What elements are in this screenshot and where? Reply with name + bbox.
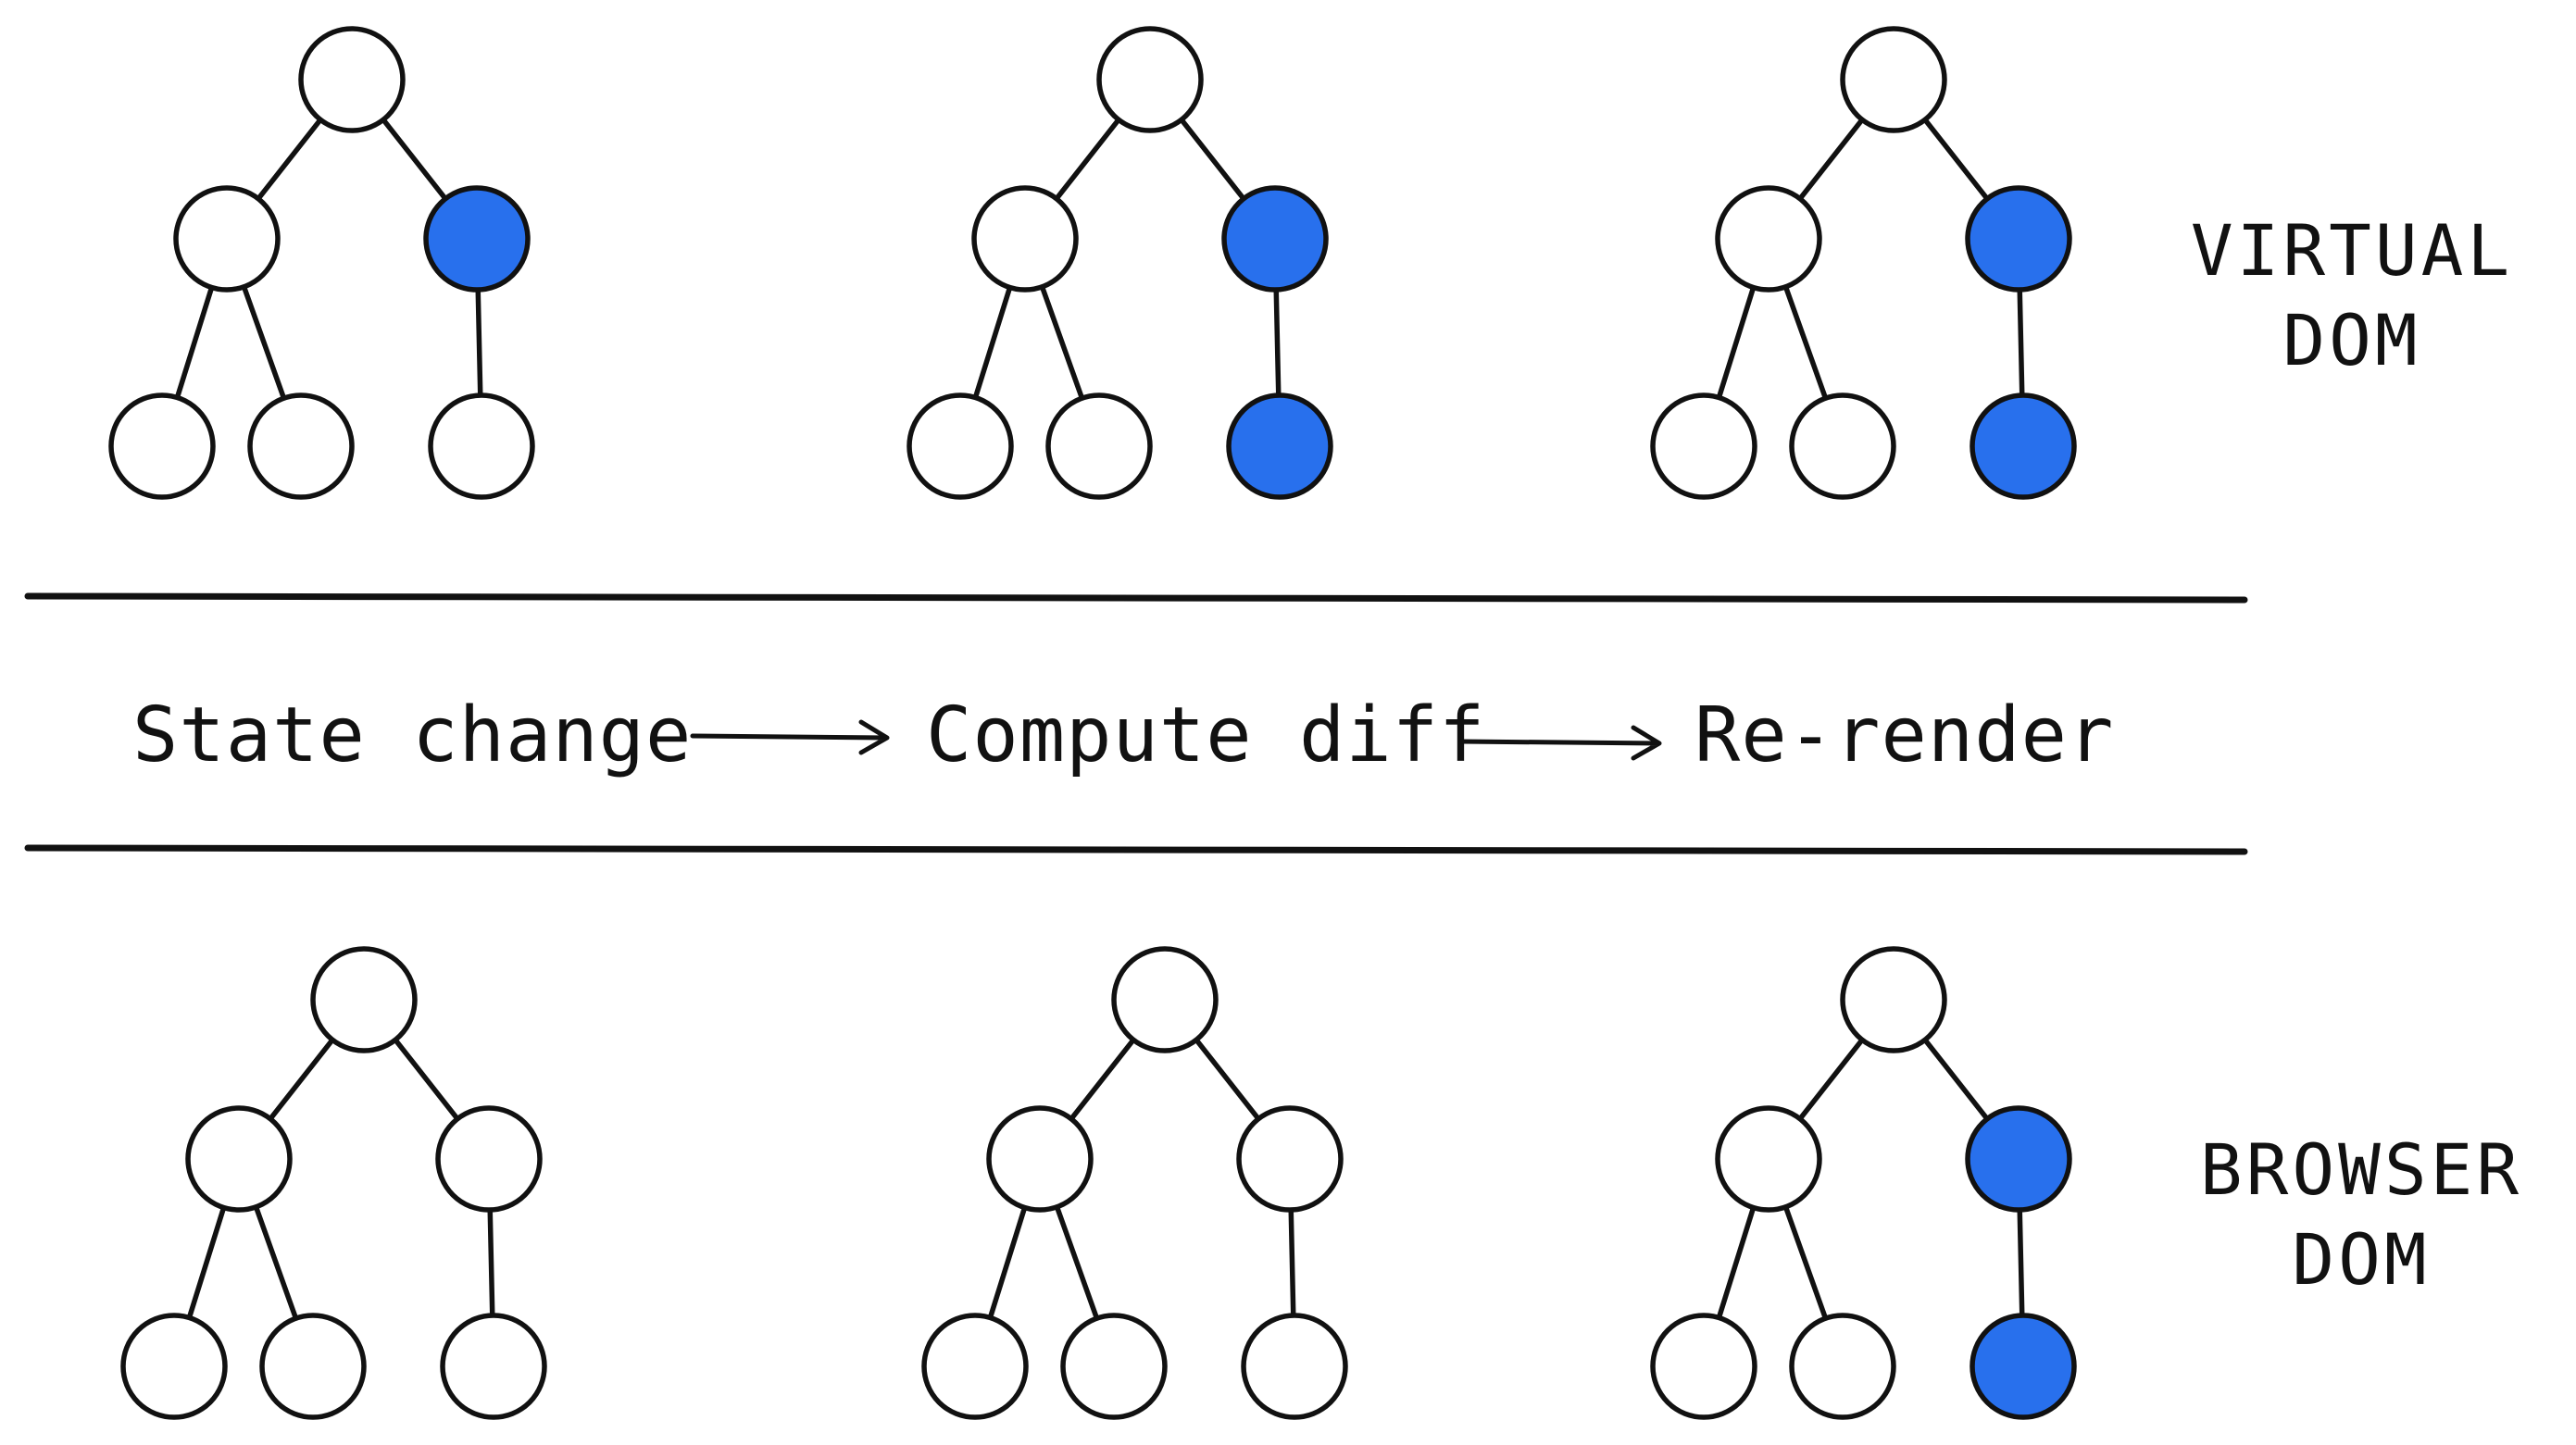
virtual-tree-2 <box>907 26 1333 500</box>
tree-node-root <box>1111 946 1219 1053</box>
tree-node-right-highlighted <box>1965 1105 2072 1213</box>
tree-edge <box>1179 117 1246 202</box>
tree-edge <box>1273 287 1282 398</box>
tree-edge <box>1039 284 1085 401</box>
browser-label-line-2: DOM <box>2292 1218 2430 1301</box>
tree-node-root <box>298 26 406 133</box>
virtual-dom-label: VIRTUAL DOM <box>2191 209 2513 381</box>
arrow-2 <box>1458 725 1662 761</box>
tree-node-left-left <box>921 1313 1029 1420</box>
step-compute-diff: Compute diff <box>926 691 1485 779</box>
tree-edge <box>1922 117 1990 202</box>
tree-node-left-right <box>1789 1313 1896 1420</box>
tree-edge <box>1069 1037 1136 1122</box>
tree-node-left-right <box>247 392 355 500</box>
tree-edge <box>1797 1037 1865 1122</box>
tree-node-right-child-highlighted <box>1970 1313 2077 1420</box>
browser-dom-label: BROWSER DOM <box>2200 1128 2522 1301</box>
tree-edge <box>1194 1037 1261 1122</box>
tree-edge <box>487 1207 495 1318</box>
tree-node-left-right <box>1060 1313 1168 1420</box>
virtual-tree-1 <box>108 26 535 500</box>
tree-node-right-highlighted <box>1965 185 2072 293</box>
tree-node-left-left <box>907 392 1014 500</box>
tree-edge <box>2017 1207 2025 1318</box>
tree-edge <box>186 1204 227 1321</box>
tree-edge <box>1054 117 1121 202</box>
tree-node-left <box>986 1105 1094 1213</box>
tree-node-left <box>1715 1105 1822 1213</box>
flow-row: State change Compute diff Re-render <box>132 691 2114 779</box>
browser-tree-3 <box>1650 946 2077 1420</box>
virtual-label-line-2: DOM <box>2282 299 2420 381</box>
tree-edge <box>1782 1204 1829 1321</box>
tree-edge <box>268 1037 335 1122</box>
tree-edge <box>241 284 287 401</box>
virtual-tree-3 <box>1650 26 2077 500</box>
virtual-label-line-1: VIRTUAL <box>2191 209 2513 292</box>
tree-node-right-child <box>440 1313 547 1420</box>
tree-edge <box>1922 1037 1990 1122</box>
tree-edge <box>1716 1204 1757 1321</box>
tree-node-left-left <box>120 1313 228 1420</box>
tree-edge <box>1782 284 1829 401</box>
tree-node-root <box>310 946 418 1053</box>
tree-edge <box>253 1204 299 1321</box>
top-divider <box>24 592 2248 604</box>
tree-node-root <box>1096 26 1204 133</box>
tree-edge <box>987 1204 1028 1321</box>
tree-node-left <box>173 185 281 293</box>
browser-label-line-1: BROWSER <box>2200 1128 2522 1211</box>
tree-node-root <box>1840 946 1947 1053</box>
tree-node-left-left <box>1650 392 1757 500</box>
tree-node-right-child-highlighted <box>1970 392 2077 500</box>
tree-edge <box>174 284 215 401</box>
tree-node-left <box>185 1105 293 1213</box>
tree-node-right-highlighted <box>423 185 531 293</box>
tree-node-right <box>1236 1105 1344 1213</box>
tree-node-left-left <box>108 392 216 500</box>
tree-node-left-right <box>259 1313 367 1420</box>
tree-node-right-highlighted <box>1221 185 1329 293</box>
arrow-1 <box>690 719 890 755</box>
tree-edge <box>972 284 1013 401</box>
browser-dom-trees <box>120 946 2077 1420</box>
tree-edge <box>1054 1204 1100 1321</box>
tree-node-right-child <box>428 392 535 500</box>
tree-edge <box>393 1037 460 1122</box>
tree-edge <box>1288 1207 1296 1318</box>
tree-node-left-right <box>1045 392 1153 500</box>
virtual-dom-trees <box>108 26 2077 500</box>
bottom-divider <box>24 844 2248 855</box>
browser-tree-1 <box>120 946 547 1420</box>
tree-node-right-child-highlighted <box>1226 392 1333 500</box>
tree-node-left <box>1715 185 1822 293</box>
tree-edge <box>381 117 448 202</box>
tree-node-right <box>435 1105 543 1213</box>
tree-node-left <box>971 185 1079 293</box>
tree-edge <box>1716 284 1757 401</box>
tree-edge <box>2017 287 2025 398</box>
tree-node-right-child <box>1241 1313 1348 1420</box>
step-state-change: State change <box>132 691 692 779</box>
tree-node-root <box>1840 26 1947 133</box>
tree-edge <box>256 117 323 202</box>
browser-tree-2 <box>921 946 1348 1420</box>
step-re-render: Re-render <box>1694 691 2114 779</box>
tree-edge <box>1797 117 1865 202</box>
tree-node-left-right <box>1789 392 1896 500</box>
tree-edge <box>475 287 483 398</box>
tree-node-left-left <box>1650 1313 1757 1420</box>
